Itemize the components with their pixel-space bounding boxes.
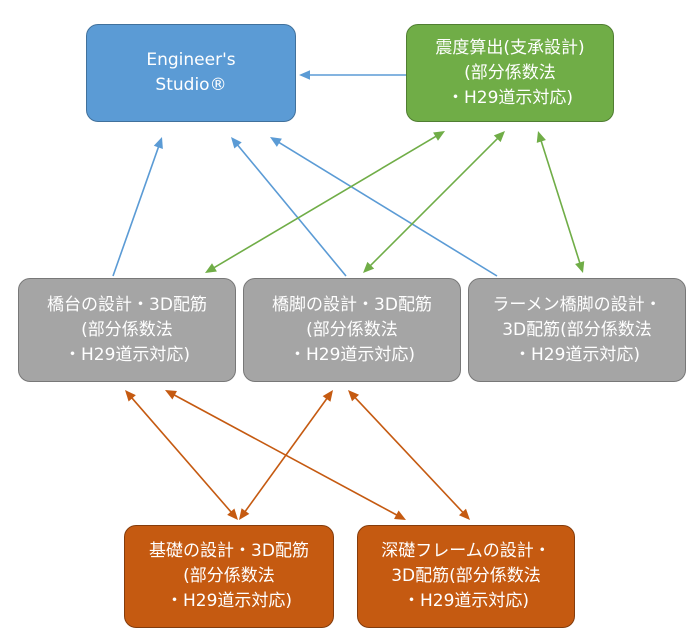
- arrowhead: [433, 131, 445, 141]
- pier-design-node: 橋脚の設計・3D配筋 (部分係数法 ・H29道示対応): [243, 278, 461, 382]
- node-line: ・H29道示対応): [165, 591, 293, 611]
- node-line: 橋台の設計・3D配筋: [47, 294, 207, 315]
- arrowhead: [575, 261, 585, 273]
- connector-kyodai-es: [112, 146, 160, 277]
- deep-foundation-frame-node: 深礎フレームの設計・ 3D配筋(部分係数法 ・H29道示対応): [357, 525, 575, 628]
- node-line: ・H29道示対応): [402, 591, 530, 611]
- abutment-design-node: 橋台の設計・3D配筋 (部分係数法 ・H29道示対応): [18, 278, 236, 382]
- foundation-design-node: 基礎の設計・3D配筋 (部分係数法 ・H29道示対応): [124, 525, 334, 628]
- arrowhead: [394, 510, 406, 520]
- connector-kyokyaku-es: [236, 144, 347, 277]
- node-line: 3D配筋(部分係数法: [502, 319, 652, 340]
- arrowhead: [299, 70, 310, 80]
- node-line: 震度算出(支承設計): [435, 37, 585, 58]
- connector-shindo-rahmen: [540, 140, 581, 264]
- arrowhead: [239, 508, 250, 520]
- node-line: ・H29道示対応): [513, 344, 641, 365]
- node-line: (部分係数法: [464, 62, 556, 83]
- arrowhead: [363, 261, 375, 273]
- node-line: ラーメン橋脚の設計・: [492, 294, 662, 315]
- connector-rahmen-es: [278, 141, 498, 277]
- arrowhead: [493, 131, 505, 143]
- engineers-studio-node: Engineer's Studio®: [86, 24, 296, 122]
- node-line: (部分係数法: [306, 319, 398, 340]
- arrowhead: [322, 390, 333, 402]
- arrowhead: [270, 137, 282, 147]
- node-line: (部分係数法: [81, 319, 173, 340]
- arrowhead: [165, 390, 177, 400]
- node-line: Engineer's: [146, 50, 236, 70]
- node-line: 橋脚の設計・3D配筋: [272, 294, 432, 315]
- arrowhead: [348, 390, 360, 402]
- node-line: (部分係数法: [183, 566, 275, 586]
- node-line: 深礎フレームの設計・: [381, 541, 551, 561]
- node-line: 3D配筋(部分係数法: [391, 566, 541, 586]
- arrowhead: [153, 137, 163, 149]
- connector-kyokyaku-kiso: [244, 397, 328, 513]
- arrowhead: [125, 390, 136, 402]
- arrowhead: [536, 131, 546, 143]
- node-line: ・H29道示対応): [288, 344, 416, 365]
- arrowhead: [231, 137, 242, 149]
- node-line: 基礎の設計・3D配筋: [149, 541, 309, 561]
- arrowhead: [227, 508, 238, 520]
- rahmen-pier-design-node: ラーメン橋脚の設計・ 3D配筋(部分係数法 ・H29道示対応): [468, 278, 686, 382]
- node-line: ・H29道示対応): [446, 87, 574, 108]
- seismic-calculation-node: 震度算出(支承設計) (部分係数法 ・H29道示対応): [406, 24, 614, 122]
- connector-shindo-kyokyaku: [369, 137, 499, 267]
- node-line: Studio®: [155, 75, 227, 95]
- connector-kyodai-kiso: [130, 397, 233, 513]
- arrowhead: [205, 263, 217, 273]
- connector-shindo-kyodai: [213, 135, 437, 269]
- connector-kyokyaku-shinso: [354, 396, 464, 514]
- arrowhead: [458, 508, 470, 520]
- node-line: ・H29道示対応): [63, 344, 191, 365]
